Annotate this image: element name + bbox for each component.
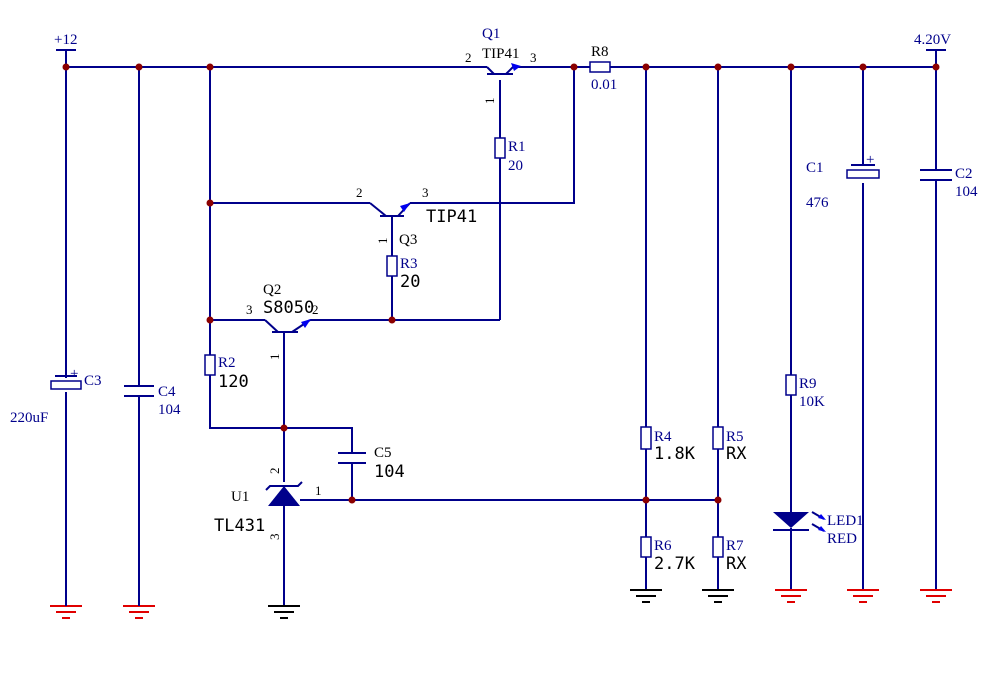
r8-value: 0.01 xyxy=(591,77,617,93)
ground-r6 xyxy=(630,589,662,603)
q1-value: TIP41 xyxy=(482,46,520,62)
resistor-r2: R2 120 xyxy=(204,354,249,392)
c1-value: 476 xyxy=(806,195,829,211)
q2-pin2: 2 xyxy=(312,302,319,317)
r7-value: RX xyxy=(726,554,747,574)
r5-value: RX xyxy=(726,444,747,464)
c3-ref: C3 xyxy=(84,373,102,389)
transistor-q1: Q1 TIP41 2 3 1 xyxy=(465,26,537,104)
c1-plus-icon: + xyxy=(866,152,874,168)
u1-pin1: 1 xyxy=(315,483,322,498)
r6-ref: R6 xyxy=(654,538,672,554)
q3-pin1: 1 xyxy=(375,238,390,245)
c3-value: 220uF xyxy=(10,410,48,426)
resistor-r3: R3 20 xyxy=(386,255,420,292)
ground-c4 xyxy=(123,598,155,619)
r1-value: 20 xyxy=(508,158,523,174)
c5-value: 104 xyxy=(374,462,405,482)
q1-ref: Q1 xyxy=(482,26,500,42)
resistor-r4: R4 1.8K xyxy=(640,426,696,464)
capacitor-c1: + C1 476 xyxy=(806,152,880,211)
ground-u1 xyxy=(268,605,300,619)
ground-c2 xyxy=(920,589,952,603)
r4-value: 1.8K xyxy=(654,444,696,464)
q3-pin2: 2 xyxy=(356,185,363,200)
ground-c3 xyxy=(50,598,82,619)
capacitor-c5: C5 104 xyxy=(338,445,405,482)
r6-value: 2.7K xyxy=(654,554,696,574)
resistor-r1: R1 20 xyxy=(494,137,526,174)
regulator-u1: U1 TL431 1 2 3 xyxy=(214,468,322,541)
r2-value: 120 xyxy=(218,372,249,392)
q3-pin3: 3 xyxy=(422,185,429,200)
q2-pin3: 3 xyxy=(246,302,253,317)
ground-led1 xyxy=(775,589,807,603)
q2-pin1: 1 xyxy=(267,354,282,361)
r9-value: 10K xyxy=(799,394,825,410)
q1-pin3: 3 xyxy=(530,50,537,65)
r3-value: 20 xyxy=(400,272,420,292)
ground-r7 xyxy=(702,589,734,603)
r2-ref: R2 xyxy=(218,355,236,371)
resistor-r8: R8 0.01 xyxy=(589,44,617,93)
u1-value: TL431 xyxy=(214,516,265,536)
r4-ref: R4 xyxy=(654,429,672,445)
r8-ref: R8 xyxy=(591,44,609,60)
c3-plus-icon: + xyxy=(70,366,78,382)
u1-pin2: 2 xyxy=(267,468,282,475)
c4-ref: C4 xyxy=(158,384,176,400)
wires xyxy=(65,50,937,606)
capacitor-c2: C2 104 xyxy=(920,166,978,200)
q2-ref: Q2 xyxy=(263,282,281,298)
power-port-420v: 4.20V xyxy=(914,32,951,51)
led1-ref: LED1 xyxy=(827,513,864,529)
c1-ref: C1 xyxy=(806,160,824,176)
r7-ref: R7 xyxy=(726,538,744,554)
resistor-r7: R7 RX xyxy=(712,536,747,574)
transistor-q3: 2 3 1 Q3 TIP41 xyxy=(356,185,477,248)
q3-ref: Q3 xyxy=(399,232,417,248)
junction-dots xyxy=(62,63,940,504)
resistor-r9: R9 10K xyxy=(785,374,825,410)
ground-c1 xyxy=(847,589,879,603)
c5-ref: C5 xyxy=(374,445,392,461)
r5-ref: R5 xyxy=(726,429,744,445)
q1-pin2: 2 xyxy=(465,50,472,65)
resistor-r6: R6 2.7K xyxy=(640,536,696,574)
power-port-12v: +12 xyxy=(54,32,77,51)
led1-value: RED xyxy=(827,531,857,547)
capacitor-c3: + C3 220uF xyxy=(10,366,102,426)
c2-value: 104 xyxy=(955,184,978,200)
rail-label-vout: 4.20V xyxy=(914,32,951,48)
rail-label-vin: +12 xyxy=(54,32,77,48)
c2-ref: C2 xyxy=(955,166,973,182)
u1-ref: U1 xyxy=(231,489,249,505)
c4-value: 104 xyxy=(158,402,181,418)
r3-ref: R3 xyxy=(400,256,418,272)
transistor-q2: Q2 S8050 3 2 1 xyxy=(246,282,319,360)
q1-pin1: 1 xyxy=(482,98,497,105)
capacitor-c4: C4 104 xyxy=(124,384,181,418)
resistor-r5: R5 RX xyxy=(712,426,747,464)
r1-ref: R1 xyxy=(508,139,526,155)
u1-pin3: 3 xyxy=(267,534,282,541)
r9-ref: R9 xyxy=(799,376,817,392)
q2-value: S8050 xyxy=(263,298,314,318)
q3-value: TIP41 xyxy=(426,207,477,227)
led-led1: LED1 RED xyxy=(773,511,864,547)
